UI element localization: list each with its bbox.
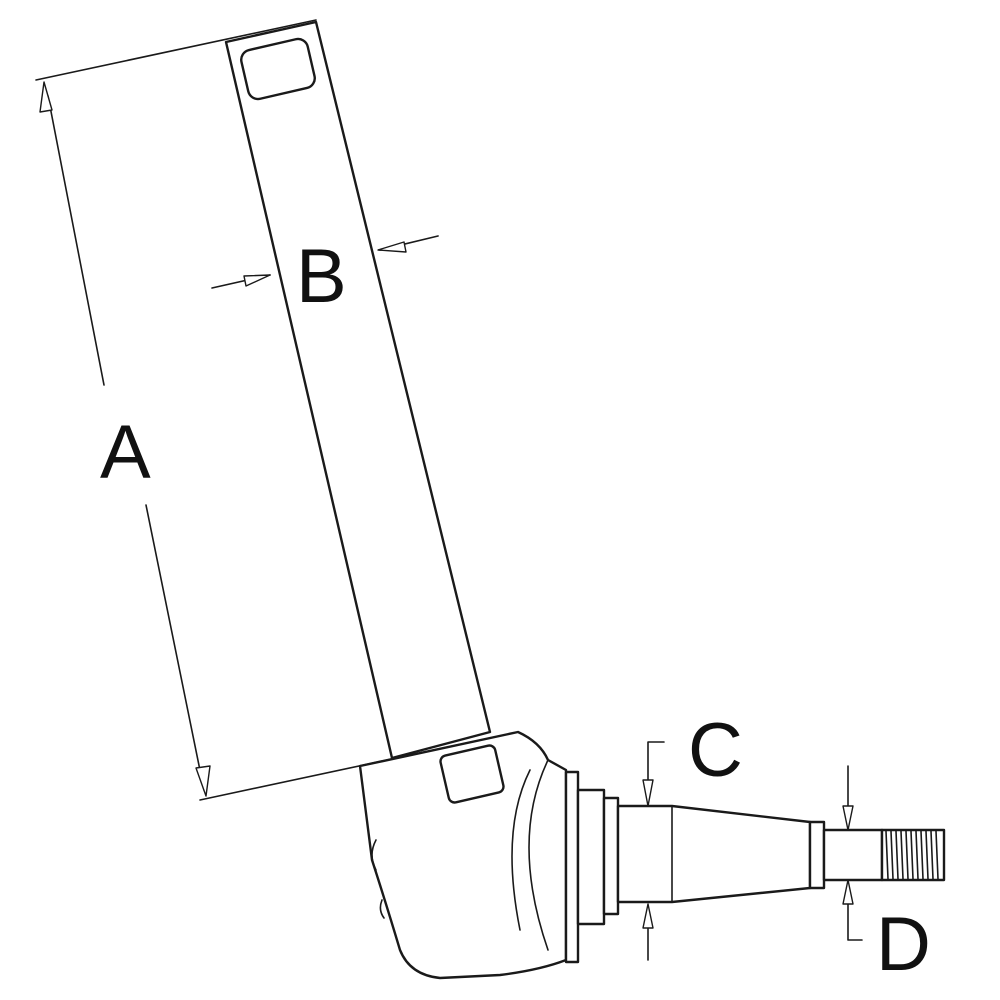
dimension-a-label: A xyxy=(100,410,151,495)
dimension-d-label: D xyxy=(876,902,931,987)
dimension-a-line-upper xyxy=(47,95,105,386)
flange-ring-1 xyxy=(564,770,580,964)
thread-line xyxy=(920,830,924,880)
spindle-shaft xyxy=(616,804,946,904)
flange-ring-3 xyxy=(602,796,620,916)
dimension-b-label: B xyxy=(296,234,347,319)
knuckle-inner-curve xyxy=(511,769,531,931)
knuckle-lobe-lower xyxy=(379,899,385,919)
thread-line xyxy=(890,830,894,880)
thread-line xyxy=(900,830,904,880)
thread-line xyxy=(930,830,934,880)
spindle-collar xyxy=(808,820,826,890)
thread-marks xyxy=(885,830,939,880)
knuckle-outer-curve xyxy=(528,759,549,951)
thread-line xyxy=(885,830,889,880)
dimension-c: C xyxy=(642,708,743,961)
dimension-c-arrow-top xyxy=(642,779,654,807)
dimension-d-arrow-bottom xyxy=(842,879,854,905)
thread-line xyxy=(910,830,914,880)
dimension-d: D xyxy=(842,765,931,987)
steering-arm xyxy=(224,20,492,760)
thread-line xyxy=(895,830,899,880)
flange xyxy=(564,770,620,964)
dimension-b: B xyxy=(211,234,439,319)
dimension-a-arrow-bottom xyxy=(195,765,211,797)
dimension-b-arrow-left xyxy=(243,274,271,287)
knuckle-body xyxy=(358,730,568,980)
spindle-journal xyxy=(822,828,884,882)
dimension-b-arrow-right xyxy=(377,241,407,253)
thread-line xyxy=(925,830,929,880)
thread-line xyxy=(935,830,939,880)
knuckle-window xyxy=(439,744,505,804)
thread-line xyxy=(915,830,919,880)
dimension-c-arrow-bottom xyxy=(642,903,654,929)
dimension-a: A xyxy=(35,19,491,801)
knuckle-lobe-upper xyxy=(371,839,377,871)
thread-line xyxy=(905,830,909,880)
dimension-a-line-lower xyxy=(145,504,205,791)
dimension-c-label: C xyxy=(688,708,743,793)
dimension-a-bottom-extension xyxy=(199,737,491,801)
dimension-a-arrow-top xyxy=(39,81,53,113)
arm-top-slot xyxy=(240,37,316,101)
dimension-a-top-extension xyxy=(35,19,317,81)
dimension-d-arrow-top xyxy=(842,805,854,831)
flange-ring-2 xyxy=(576,788,606,926)
